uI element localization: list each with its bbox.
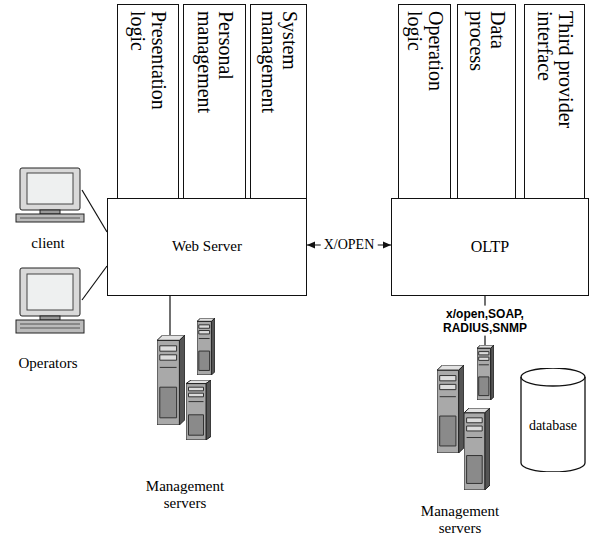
module-label: Data process (466, 11, 508, 91)
module-box: Data process (457, 4, 516, 199)
module-label: Presentation logic (127, 11, 169, 141)
connector-line (82, 190, 107, 232)
module-box: Personal management (183, 4, 246, 199)
module-box: Third provider interface (524, 4, 585, 199)
device-label: client (31, 235, 64, 252)
module-label: Personal management (194, 11, 236, 131)
module-box: Presentation logic (117, 4, 179, 199)
cylinder-body (521, 368, 585, 472)
operator-node: Operators (14, 266, 82, 372)
connector (82, 266, 107, 300)
device-label: Operators (18, 355, 77, 372)
module-label: Third provider interface (534, 11, 576, 151)
server-cluster (157, 318, 215, 440)
module-label: System management (258, 11, 300, 131)
node-label: OLTP (471, 238, 510, 256)
connector-line (82, 266, 107, 300)
client-node: client (14, 166, 82, 252)
device-label: Management servers (138, 478, 233, 513)
module-box: Operation logic (398, 4, 451, 199)
server-box: Web Server (107, 198, 307, 296)
database-cylinder: database (520, 368, 586, 472)
server-group: Management servers (405, 345, 515, 537)
connector-line (169, 296, 170, 335)
module-box: System management (250, 4, 307, 199)
operator-computer (16, 268, 84, 333)
edge-label: x/open,SOAP, RADIUS,SNMP (436, 305, 534, 336)
node-label: database (529, 418, 577, 434)
server-box: OLTP (391, 198, 589, 296)
arrow-head (307, 242, 315, 249)
server-group: Management servers (125, 335, 245, 512)
module-label: Operation logic (404, 11, 446, 121)
node-label: Web Server (172, 238, 242, 255)
client-computer (16, 168, 84, 222)
cylinder-rim (521, 377, 585, 386)
server-cluster (437, 345, 494, 490)
connector (82, 190, 107, 232)
device-label: Management servers (413, 503, 508, 538)
arrow-head (383, 242, 391, 249)
connector (170, 296, 171, 335)
edge-label: X/OPEN (321, 236, 378, 255)
